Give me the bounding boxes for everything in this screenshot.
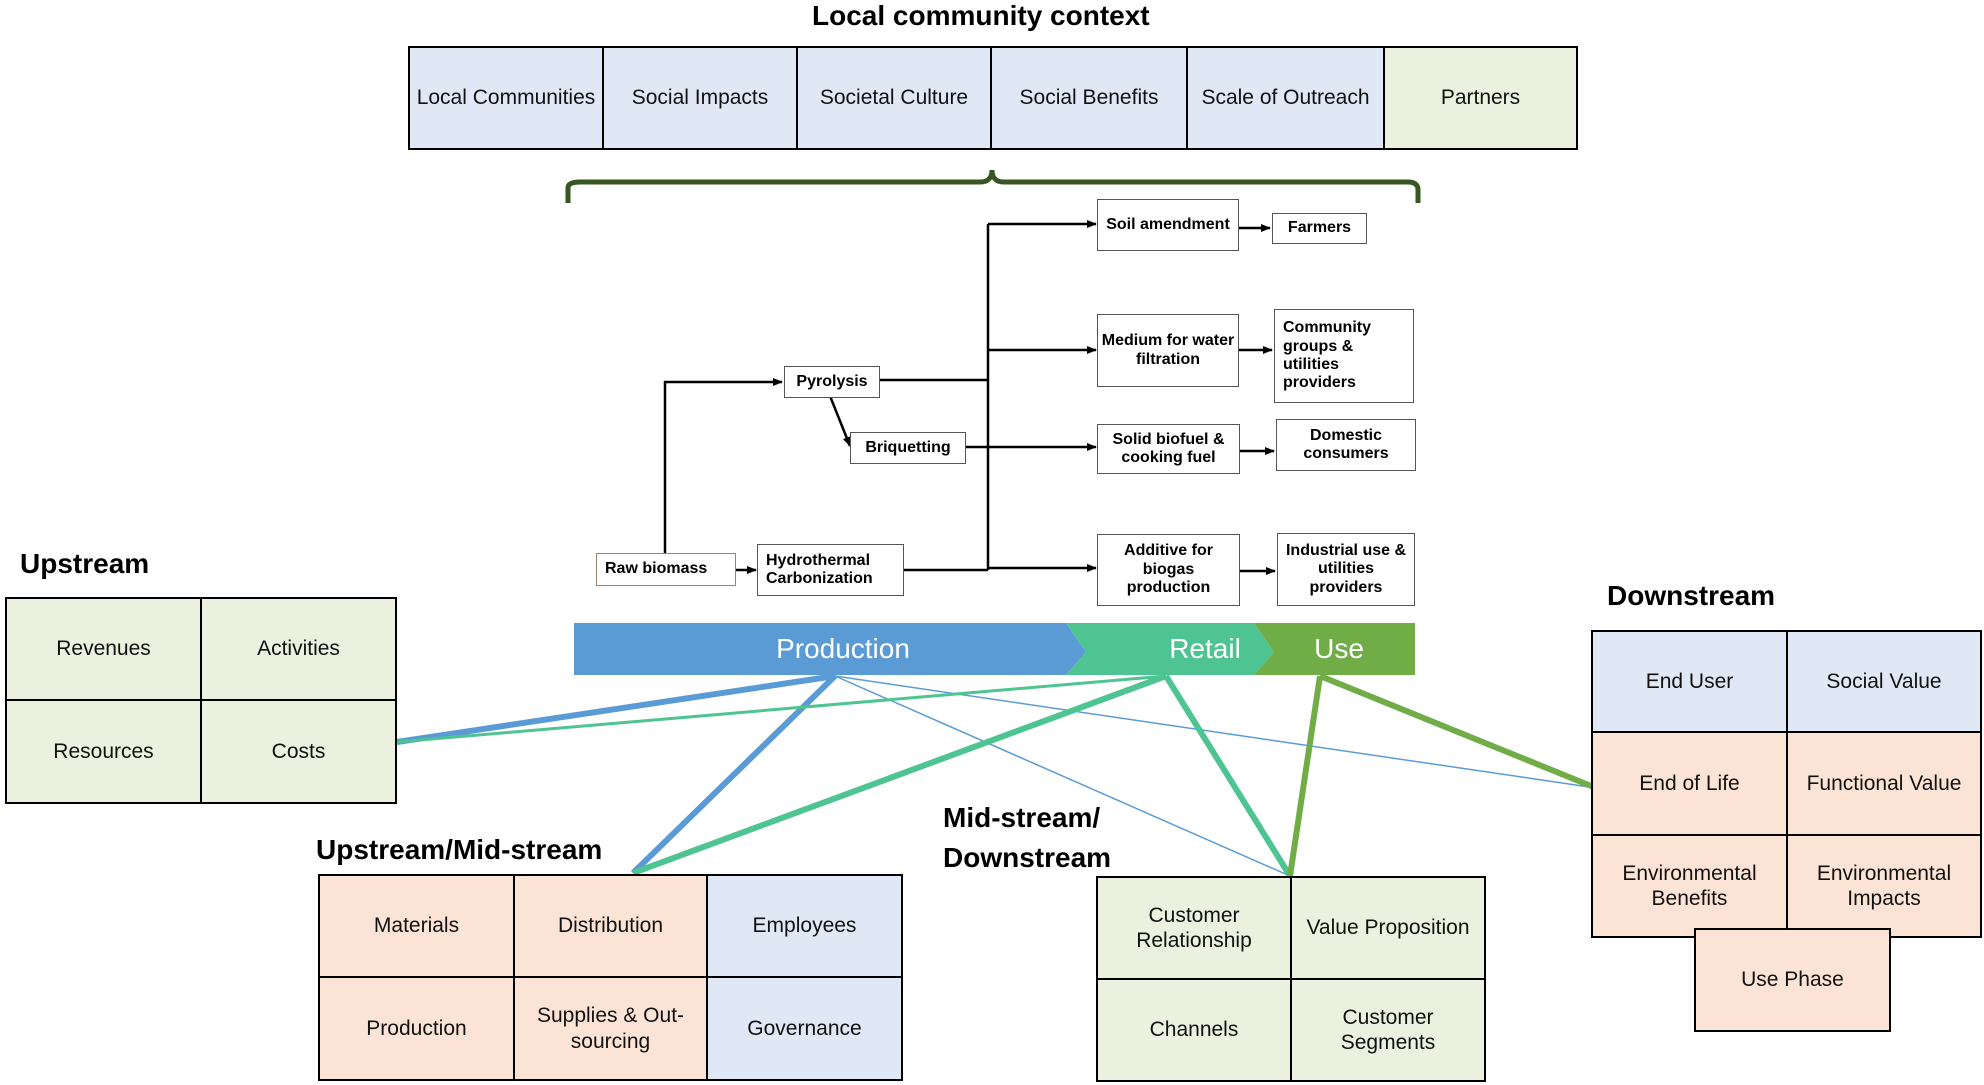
upstream-title: Upstream (20, 548, 150, 579)
link-production-costs (396, 673, 836, 745)
water-filtration-box: Medium for water filtration (1097, 314, 1239, 387)
production-arrow (574, 623, 1086, 675)
hydrothermal-carbonization-box: Hydrothermal Carbonization (757, 544, 904, 596)
solid-biofuel-box: Solid biofuel & cooking fuel (1097, 424, 1240, 474)
societal-culture-cell: Societal Culture (796, 46, 992, 150)
domestic-consumers-box: Domestic consumers (1276, 419, 1416, 471)
link-production-midstream (834, 675, 1291, 877)
governance-cell: Governance (706, 976, 903, 1081)
soil-amendment-box: Soil amendment (1097, 199, 1239, 251)
use-phase-cell: Use Phase (1694, 928, 1891, 1032)
pyrolysis-box: Pyrolysis (784, 366, 880, 398)
midstream-downstream-title-line1: Mid-stream/ (943, 802, 1101, 833)
channels-cell: Channels (1096, 978, 1292, 1082)
briquetting-box: Briquetting (850, 432, 966, 464)
customer-relationship-cell: Customer Relationship (1096, 876, 1292, 980)
midstream-downstream-title-line2: Downstream (943, 842, 1112, 873)
production-cell: Production (318, 976, 515, 1081)
end-user-cell: End User (1591, 630, 1788, 733)
flow-line-pyrolysis-briquetting (828, 395, 852, 447)
farmers-box: Farmers (1272, 213, 1367, 244)
use-stage-label: Use (1314, 633, 1364, 664)
materials-cell: Materials (318, 874, 515, 978)
industrial-use-box: Industrial use & utilities providers (1277, 533, 1415, 606)
upstream-midstream-title: Upstream/Mid-stream (316, 834, 603, 865)
scale-of-outreach-cell: Scale of Outreach (1186, 46, 1385, 150)
customer-segments-cell: Customer Segments (1290, 978, 1486, 1082)
use-arrow (1254, 623, 1415, 675)
community-groups-box: Community groups & utilities providers (1274, 309, 1414, 403)
link-retail-distribution (631, 673, 1168, 876)
social-value-cell: Social Value (1786, 630, 1982, 733)
social-impacts-cell: Social Impacts (602, 46, 798, 150)
context-bracket (565, 169, 1421, 203)
link-production-downstream (834, 675, 1597, 789)
flow-line-biomass-pyrolysis (663, 378, 783, 557)
social-benefits-cell: Social Benefits (990, 46, 1188, 150)
partners-cell: Partners (1383, 46, 1578, 150)
link-use-downstream (1318, 673, 1598, 791)
link-use-midstream (1287, 675, 1323, 877)
environmental-benefits-cell: Environmental Benefits (1591, 834, 1788, 938)
local-communities-cell: Local Communities (408, 46, 604, 150)
distribution-cell: Distribution (513, 874, 708, 978)
costs-cell: Costs (200, 699, 397, 804)
value-proposition-cell: Value Proposition (1290, 876, 1486, 980)
revenues-cell: Revenues (5, 597, 202, 701)
biogas-additive-box: Additive for biogas production (1097, 534, 1240, 606)
environmental-impacts-cell: Environmental Impacts (1786, 834, 1982, 938)
production-stage-label: Production (776, 633, 910, 664)
functional-value-cell: Functional Value (1786, 731, 1982, 836)
raw-biomass-box: Raw biomass (596, 553, 736, 586)
link-retail-midstream (1163, 674, 1293, 878)
link-retail-costs (396, 674, 1167, 744)
employees-cell: Employees (706, 874, 903, 978)
end-of-life-cell: End of Life (1591, 731, 1788, 836)
supplies-outsourcing-cell: Supplies & Out-sourcing (513, 976, 708, 1081)
activities-cell: Activities (200, 597, 397, 701)
local-community-context-title: Local community context (812, 0, 1150, 31)
link-production-distribution (630, 673, 838, 876)
resources-cell: Resources (5, 699, 202, 804)
retail-stage-label: Retail (1169, 633, 1241, 664)
retail-arrow (1066, 623, 1274, 675)
downstream-title: Downstream (1607, 580, 1776, 611)
